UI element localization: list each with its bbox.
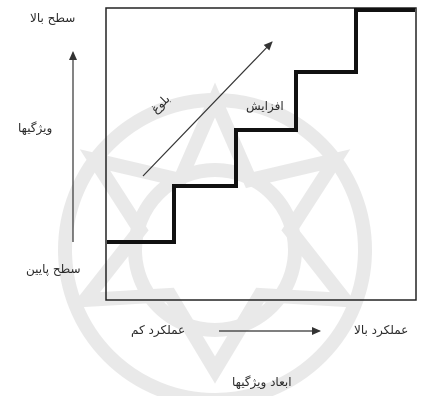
staircase-line	[107, 8, 415, 244]
features-label: ویژگیها	[18, 121, 53, 135]
top-level-label: سطح بالا	[30, 11, 76, 25]
diagram-frame	[105, 7, 417, 301]
high-performance-label: عملکرد بالا	[354, 323, 409, 337]
increase-label: افزایش	[246, 99, 284, 113]
bottom-level-label: سطح پایین	[26, 262, 81, 276]
maturity-arrow	[142, 41, 273, 177]
watermark-rosette	[58, 82, 372, 396]
feature-dimensions-label: ابعاد ویژگیها	[232, 375, 292, 389]
low-performance-label: عملکرد کم	[131, 323, 186, 337]
